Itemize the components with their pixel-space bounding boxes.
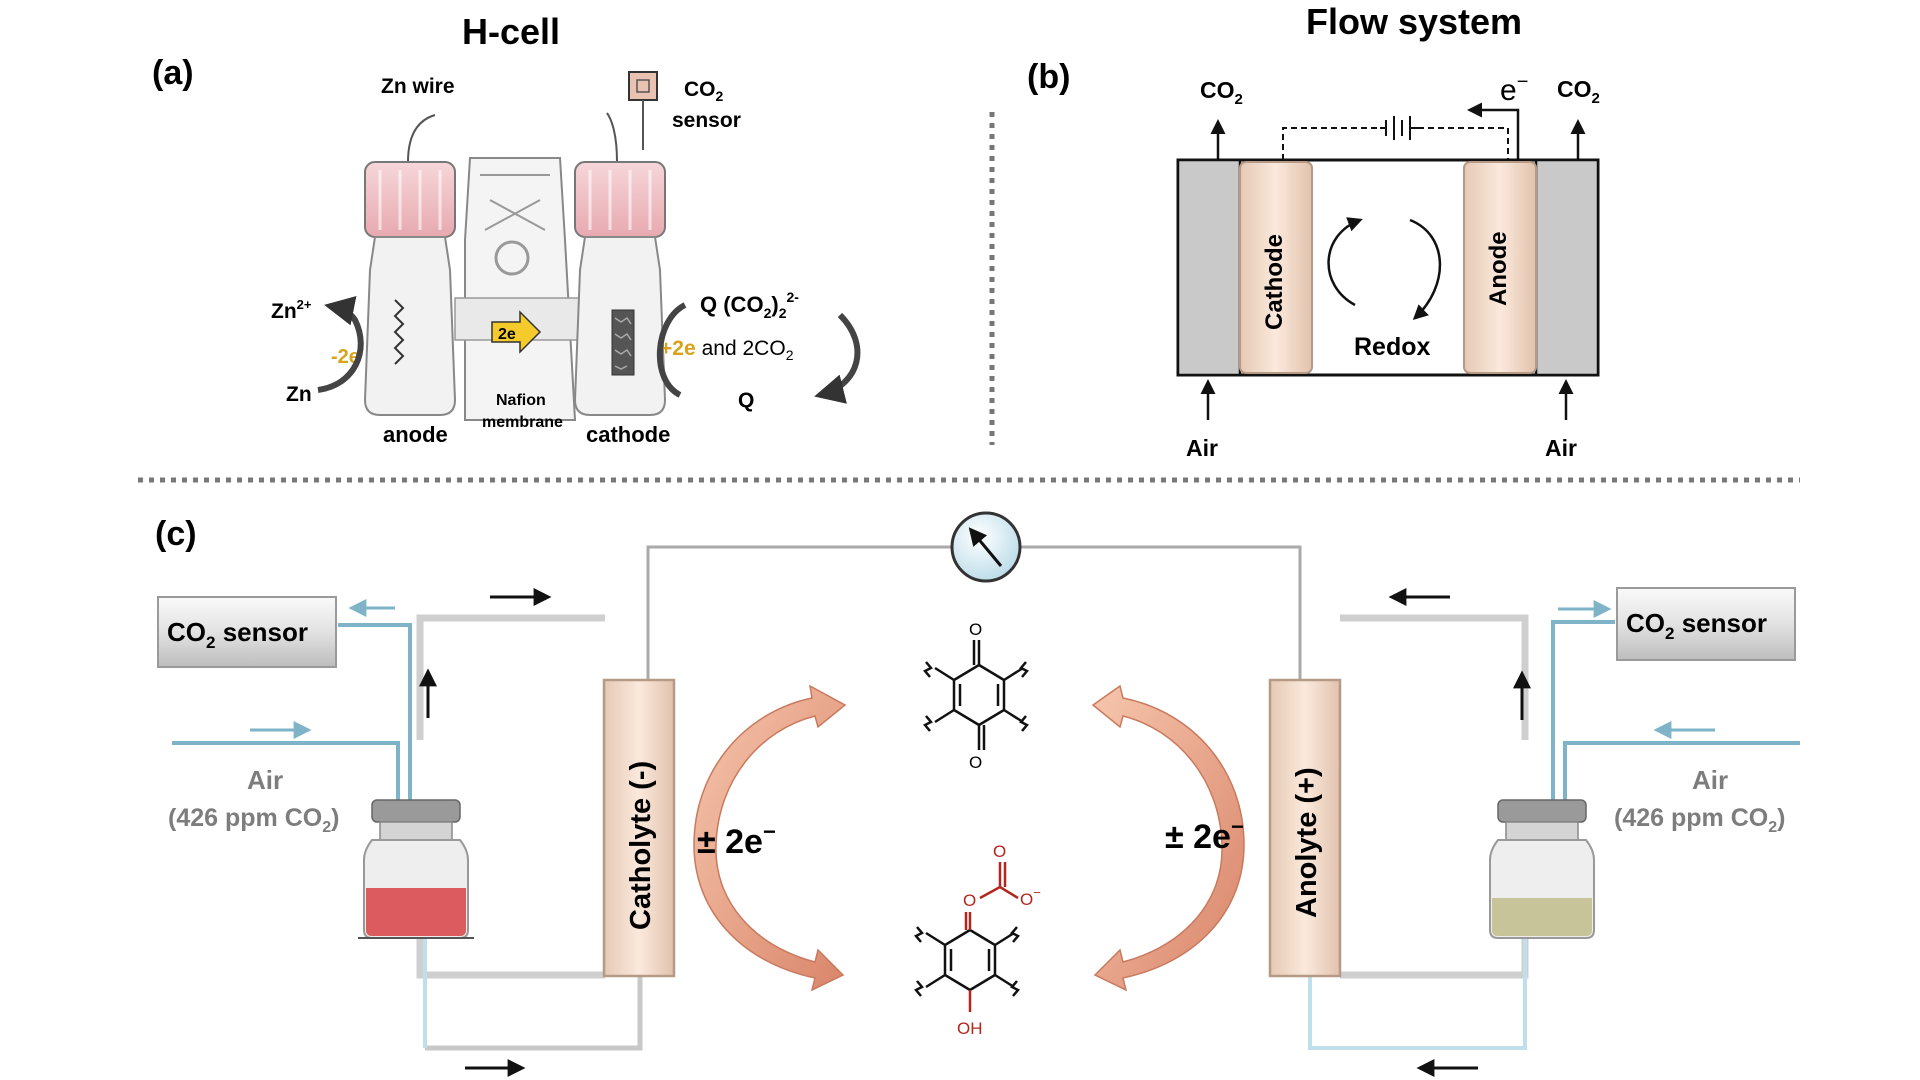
carbonate-adduct-structure	[914, 862, 1020, 1012]
electron-label: e	[1500, 74, 1517, 107]
anode-electrode	[1463, 161, 1537, 374]
svg-text:CO2 sensor: CO2 sensor	[167, 617, 308, 652]
panel-a-title: H-cell	[462, 11, 560, 52]
2e-arrow-badge	[491, 310, 542, 354]
panel-c-label: (c)	[155, 515, 197, 553]
co2-right-label: CO	[1557, 76, 1592, 102]
panel-b-label: (b)	[1027, 58, 1070, 96]
carbonate-o-anion: O	[1020, 890, 1033, 909]
svg-text:CO2: CO2	[1200, 77, 1243, 108]
panel-c: (c)	[155, 511, 1800, 1077]
panel-a-label: (a)	[152, 54, 194, 92]
air-left-label-c: Air	[247, 765, 283, 795]
ammeter-icon	[950, 511, 1022, 583]
co2-left-label: CO	[1200, 77, 1235, 103]
panel-b: (b) Flow system CO2 CO2 e−	[1027, 1, 1600, 461]
quinone-o-bottom: O	[969, 753, 982, 772]
air-left-label: Air	[1186, 435, 1218, 461]
co2-sensor-left: CO2 sensor	[157, 596, 337, 668]
svg-text:Zn2+: Zn2+	[271, 297, 312, 323]
quinone-o-top: O	[969, 620, 982, 639]
co2-sensor-sensor: sensor	[672, 109, 741, 132]
2e-badge-text: 2e	[498, 326, 516, 343]
redox-arrow-anolyte	[1091, 684, 1245, 992]
right-current-collector	[1534, 158, 1600, 377]
pm2e-right: ± 2e	[1165, 818, 1231, 856]
co2-sensor-icon	[628, 71, 658, 101]
left-current-collector	[1176, 158, 1242, 377]
sensor-right-co: CO	[1626, 608, 1665, 638]
hydroxyl-label: OH	[957, 1019, 983, 1038]
external-circuit	[1282, 127, 1380, 160]
panel-a: (a) H-cell Zn wire CO2 sensor	[152, 11, 861, 447]
zn-wire-label: Zn wire	[381, 75, 455, 98]
q-reduction-arrow	[814, 312, 861, 404]
carbonate-o-ester: O	[963, 891, 976, 910]
cathode-electrode	[1239, 161, 1313, 374]
sensor-left-co: CO	[167, 617, 206, 647]
zn-wire	[407, 114, 436, 163]
svg-text:O−: O−	[1020, 885, 1041, 909]
svg-text:± 2e−: ± 2e−	[1165, 814, 1244, 856]
nafion-label-2: membrane	[482, 414, 563, 431]
zn-oxidation-arrow	[317, 296, 364, 393]
svg-text:CO2 sensor: CO2 sensor	[1626, 608, 1767, 643]
pm2e-left: ± 2e	[697, 823, 763, 861]
quinone-structure	[923, 640, 1029, 750]
minus-2e-label: -2e	[331, 346, 360, 368]
air-left-ppm: (426 ppm CO	[168, 804, 322, 832]
catholyte-reservoir	[358, 799, 474, 939]
nafion-label-1: Nafion	[496, 392, 546, 409]
anolyte-reservoir	[1489, 799, 1595, 939]
plus-2e-label: +2e	[660, 337, 696, 360]
outer-circuit-left	[646, 545, 963, 680]
redox-arrow-catholyte	[693, 684, 847, 992]
svg-text:Q (CO2)22-: Q (CO2)22-	[700, 289, 799, 321]
catholyte-label: Catholyte (-)	[625, 761, 657, 930]
panel-b-title: Flow system	[1306, 1, 1522, 42]
co2-sensor-co: CO	[684, 78, 716, 101]
q-label: Q	[738, 389, 754, 412]
electron-flow-arrow	[1467, 102, 1520, 160]
q-co2-label: Q (CO	[700, 292, 764, 317]
catholyte-electrode	[602, 678, 676, 978]
nafion-membrane: 2e	[454, 157, 586, 421]
svg-text:CO2: CO2	[684, 78, 724, 104]
air-right-label: Air	[1545, 435, 1577, 461]
cathode-text: Cathode	[1261, 234, 1288, 330]
cathode-label: cathode	[586, 422, 670, 447]
air-right-ppm: (426 ppm CO	[1614, 804, 1768, 832]
svg-text:(426 ppm CO2): (426 ppm CO2)	[1614, 804, 1785, 836]
zn-label: Zn	[286, 383, 312, 406]
tube-right-top	[1340, 614, 1529, 740]
svg-text:CO2: CO2	[1557, 76, 1600, 107]
cathode-vial	[573, 161, 667, 416]
zn2plus-label: Zn	[271, 300, 297, 323]
outer-circuit-right	[1010, 545, 1302, 680]
redox-arrow-left	[1327, 217, 1363, 307]
anode-vial	[363, 161, 457, 416]
anolyte-electrode	[1268, 678, 1342, 978]
co2-sensor-right: CO2 sensor	[1616, 587, 1796, 661]
anode-label: anode	[383, 422, 448, 447]
svg-text:(426 ppm CO2): (426 ppm CO2)	[168, 804, 339, 836]
air-right-label-c: Air	[1692, 765, 1728, 795]
battery-icon	[1380, 116, 1418, 140]
redox-label: Redox	[1354, 333, 1431, 361]
anode-text: Anode	[1485, 231, 1512, 306]
anolyte-label: Anolyte (+)	[1291, 767, 1323, 918]
svg-text:e−: e−	[1500, 71, 1528, 107]
tube-left-top	[416, 614, 605, 740]
svg-text:± 2e−: ± 2e−	[697, 819, 776, 861]
carbonate-o-carbonyl: O	[993, 842, 1006, 861]
redox-arrow-right	[1409, 218, 1442, 321]
